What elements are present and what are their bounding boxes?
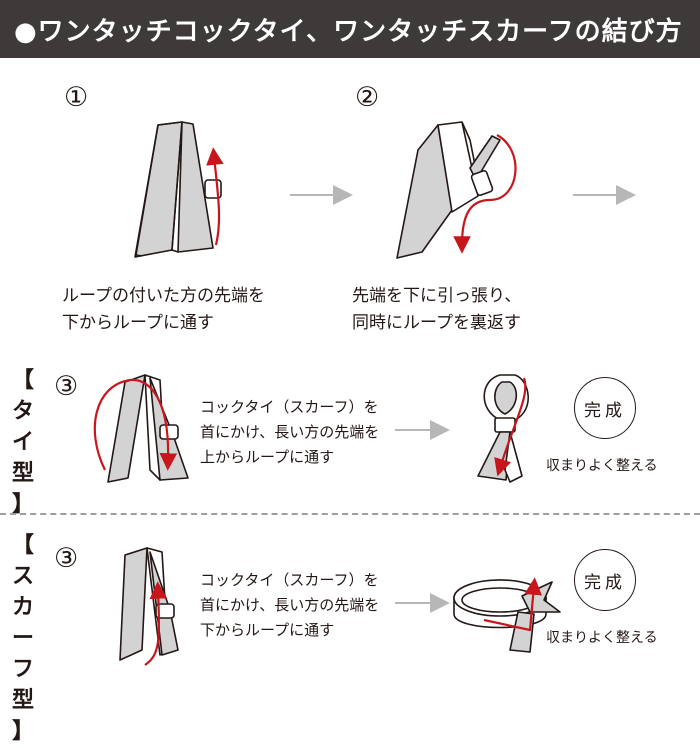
tie-complete-badge: 完成 xyxy=(574,377,636,439)
page-title: ●ワンタッチコックタイ、ワンタッチスカーフの結び方 xyxy=(14,17,683,47)
tie-result-illustration xyxy=(477,374,529,483)
caption-line: 同時にループを裏返す xyxy=(352,313,521,333)
label-char: イ xyxy=(11,430,34,455)
label-char: カ xyxy=(11,595,34,620)
scarf-type-label: 【 ス カ ー フ 型 】 xyxy=(8,530,38,747)
label-char: 型 xyxy=(11,688,34,713)
label-char: 】 xyxy=(11,492,34,517)
step2-illustration xyxy=(396,121,517,259)
label-char: ー xyxy=(11,626,34,651)
tie-step3-number: ③ xyxy=(54,371,79,402)
scarf-result-illustration xyxy=(453,577,561,653)
label-char: 】 xyxy=(11,719,34,744)
caption-line: ループの付いた方の先端を xyxy=(62,286,265,306)
caption-line: 首にかけ、長い方の先端を xyxy=(200,423,380,441)
caption-line: 首にかけ、長い方の先端を xyxy=(200,596,380,614)
scarf-finish-text: 収まりよく整える xyxy=(546,630,658,646)
caption-line: 上からループに通す xyxy=(200,448,335,466)
tie-step3-caption: コックタイ（スカーフ）を 首にかけ、長い方の先端を 上からループに通す xyxy=(200,395,379,470)
label-char: ス xyxy=(11,564,34,589)
tie-type-label: 【 タ イ 型 】 xyxy=(8,365,38,520)
scarf-step3-number: ③ xyxy=(54,543,79,574)
label-char: 型 xyxy=(11,461,34,486)
tie-finish-text: 収まりよく整える xyxy=(546,458,658,474)
step1-number: ① xyxy=(64,82,89,113)
step1-illustration xyxy=(134,121,224,258)
step2-number: ② xyxy=(355,82,380,113)
label-char: フ xyxy=(11,657,34,682)
section-divider xyxy=(0,513,700,515)
label-char: タ xyxy=(11,399,34,424)
label-char: 【 xyxy=(11,368,34,393)
header-bar: ●ワンタッチコックタイ、ワンタッチスカーフの結び方 xyxy=(0,0,700,58)
step1-caption: ループの付いた方の先端を 下からループに通す xyxy=(62,283,265,337)
caption-line: 先端を下に引っ張り、 xyxy=(352,286,522,306)
caption-line: 下からループに通す xyxy=(200,621,335,639)
caption-line: コックタイ（スカーフ）を xyxy=(200,571,379,589)
scarf-step3-illustration xyxy=(119,547,179,666)
caption-line: 下からループに通す xyxy=(62,313,214,333)
tie-step3-illustration xyxy=(93,374,189,483)
caption-line: コックタイ（スカーフ）を xyxy=(200,398,379,416)
scarf-complete-badge: 完成 xyxy=(574,549,636,611)
scarf-step3-caption: コックタイ（スカーフ）を 首にかけ、長い方の先端を 下からループに通す xyxy=(200,568,379,643)
label-char: 【 xyxy=(11,533,34,558)
step2-caption: 先端を下に引っ張り、 同時にループを裏返す xyxy=(352,283,521,337)
illustrations xyxy=(93,121,636,666)
